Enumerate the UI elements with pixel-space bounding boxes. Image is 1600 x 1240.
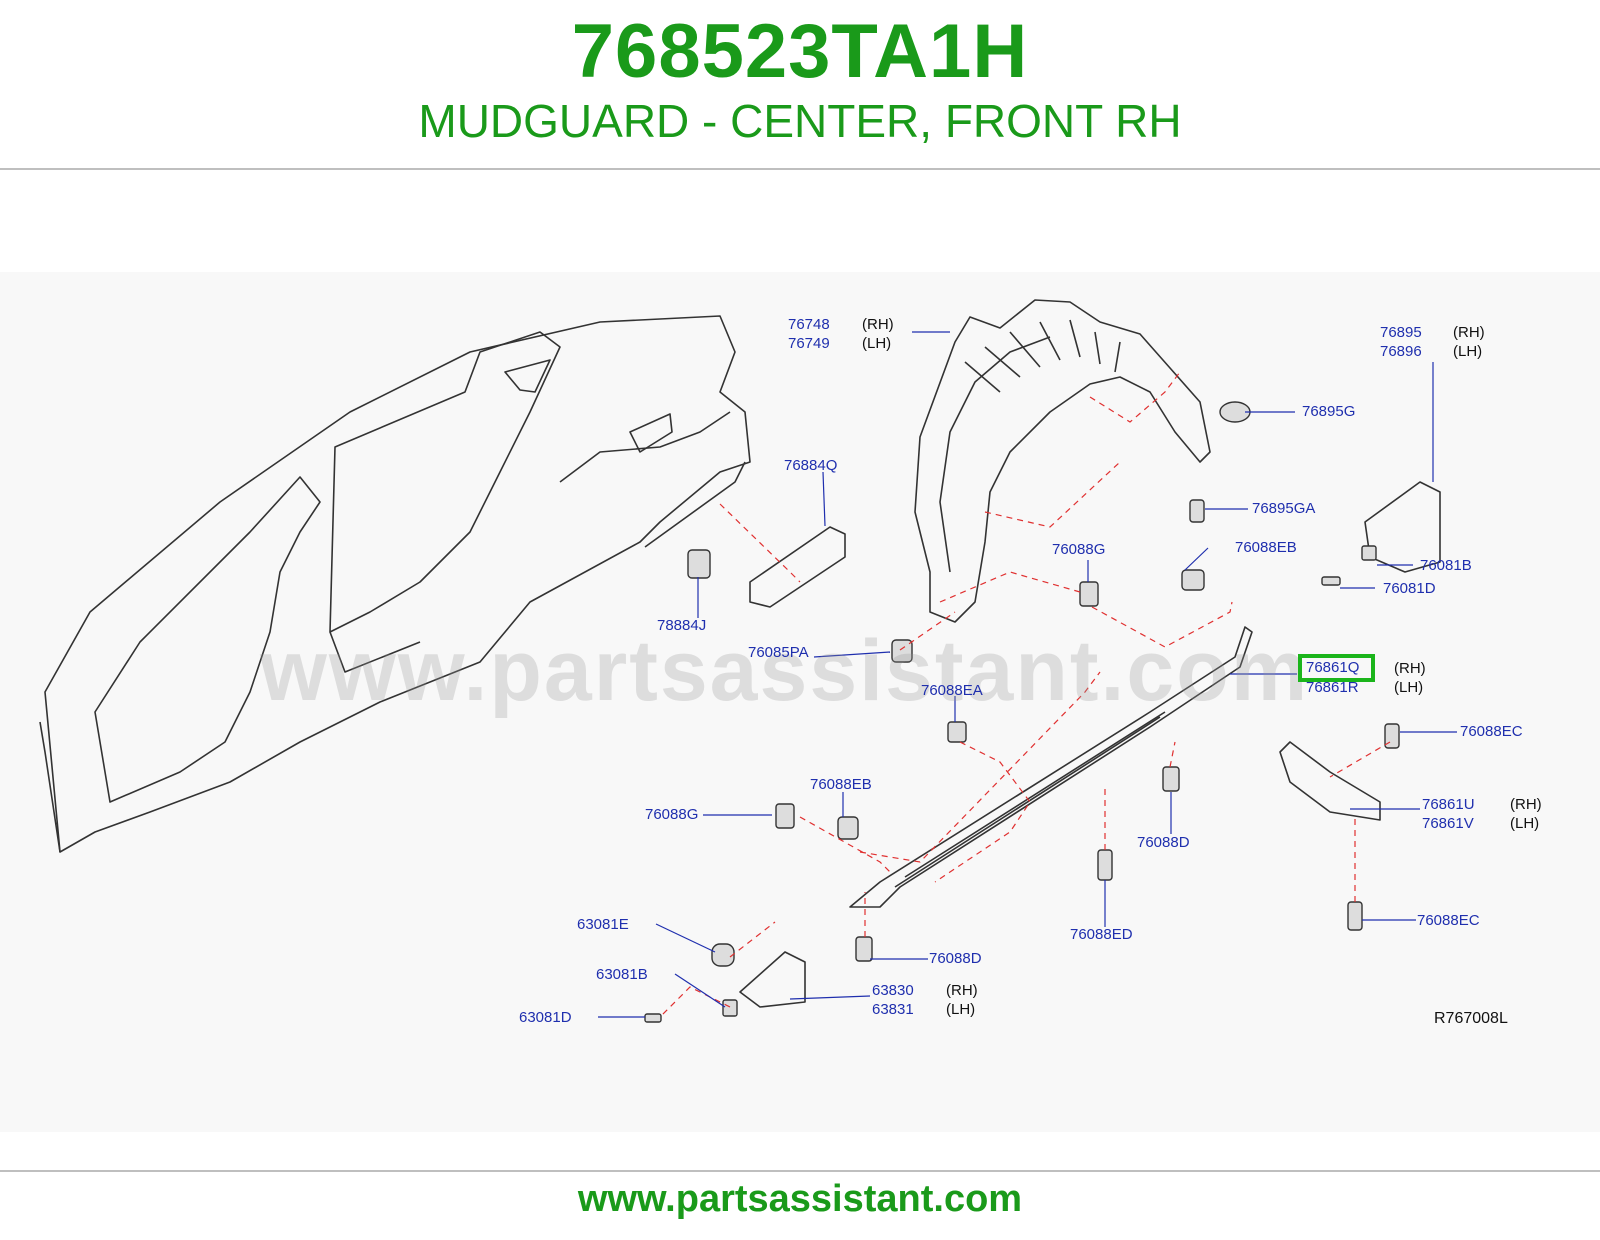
callout-76088G-top[interactable]: 76088G (1052, 541, 1106, 558)
clip-76088D-bot (855, 936, 873, 962)
callout-63081B[interactable]: 63081B (596, 966, 648, 983)
callout-76748[interactable]: 76748 (788, 316, 830, 333)
clip-76085PA (891, 639, 913, 663)
mudguard-76861U (1279, 741, 1381, 821)
clip-76081B (1361, 545, 1377, 561)
bracket-76884Q (749, 526, 846, 608)
clip-76088EC-bot (1347, 901, 1363, 931)
side-lh: (LH) (1453, 343, 1483, 360)
highlighted-part-frame (1298, 654, 1375, 682)
fender-liner (914, 299, 1211, 623)
parts-diagram: www.partsassistant.com 76748 (RH) 76749 … (0, 272, 1600, 1132)
callout-76884Q[interactable]: 76884Q (784, 457, 838, 474)
clip-76088G-mid (775, 803, 795, 829)
callout-63831[interactable]: 63831 (872, 1001, 914, 1018)
callout-76088EC-top[interactable]: 76088EC (1460, 723, 1523, 740)
side-rh: (RH) (1453, 324, 1485, 341)
footer-divider (0, 1170, 1600, 1172)
callout-76088EA[interactable]: 76088EA (921, 682, 983, 699)
callout-76861R[interactable]: 76861R (1306, 679, 1359, 696)
callout-76088D-right[interactable]: 76088D (1137, 834, 1190, 851)
callout-76895GA[interactable]: 76895GA (1252, 500, 1316, 517)
callout-78884J[interactable]: 78884J (657, 617, 707, 634)
page-header: 768523TA1H MUDGUARD - CENTER, FRONT RH (0, 0, 1600, 170)
clip-76088D-right (1162, 766, 1180, 792)
side-rh: (RH) (946, 982, 978, 999)
clip-63081B (722, 999, 738, 1017)
callout-76088D-bot[interactable]: 76088D (929, 950, 982, 967)
clip-76895GA (1189, 499, 1205, 523)
side-rh: (RH) (1394, 660, 1426, 677)
clip-63081E (711, 943, 735, 967)
screw-63081D (644, 1013, 662, 1023)
side-rh: (RH) (1510, 796, 1542, 813)
part-number-title: 768523TA1H (571, 9, 1029, 94)
callout-76749[interactable]: 76749 (788, 335, 830, 352)
callout-63830[interactable]: 63830 (872, 982, 914, 999)
callout-76895[interactable]: 76895 (1380, 324, 1422, 341)
callout-76081D[interactable]: 76081D (1383, 580, 1436, 597)
diagram-reference-code: R767008L (1434, 1010, 1508, 1027)
callout-63081E[interactable]: 63081E (577, 916, 629, 933)
screw-76081D (1321, 576, 1341, 586)
callout-63081D[interactable]: 63081D (519, 1009, 572, 1026)
footer-website-link[interactable]: www.partsassistant.com (577, 1178, 1023, 1220)
callout-76895G[interactable]: 76895G (1302, 403, 1356, 420)
clip-78884J (687, 549, 711, 579)
clip-76088EA (947, 721, 967, 743)
side-rh: (RH) (862, 316, 894, 333)
callout-76861V[interactable]: 76861V (1422, 815, 1474, 832)
callout-76088EC-bot[interactable]: 76088EC (1417, 912, 1480, 929)
clip-76088EB-top (1181, 569, 1205, 591)
part-description: MUDGUARD - CENTER, FRONT RH (418, 95, 1182, 147)
callout-76861U[interactable]: 76861U (1422, 796, 1475, 813)
callout-76896[interactable]: 76896 (1380, 343, 1422, 360)
side-lh: (LH) (1394, 679, 1424, 696)
mud-flap-63830 (739, 951, 806, 1008)
side-lh: (LH) (946, 1001, 976, 1018)
callout-76088ED[interactable]: 76088ED (1070, 926, 1133, 943)
callout-76088G-mid[interactable]: 76088G (645, 806, 699, 823)
callout-76861Q[interactable]: 76861Q (1306, 659, 1360, 676)
body-side-outline (44, 315, 751, 853)
callout-76085PA[interactable]: 76085PA (748, 644, 809, 661)
callout-76081B[interactable]: 76081B (1420, 557, 1472, 574)
watermark: www.partsassistant.com (260, 623, 1310, 719)
clip-76088ED (1097, 849, 1113, 881)
callout-76088EB-mid[interactable]: 76088EB (810, 776, 872, 793)
clip-76088EC-top (1384, 723, 1400, 749)
clip-76088EB-mid (837, 816, 859, 840)
side-lh: (LH) (1510, 815, 1540, 832)
clip-76088G-top (1079, 581, 1099, 607)
header-divider (0, 168, 1600, 170)
mudguard-76861Q (849, 626, 1253, 908)
callout-76088EB-top[interactable]: 76088EB (1235, 539, 1297, 556)
parts-drawing (39, 299, 1457, 1023)
side-lh: (LH) (862, 335, 892, 352)
